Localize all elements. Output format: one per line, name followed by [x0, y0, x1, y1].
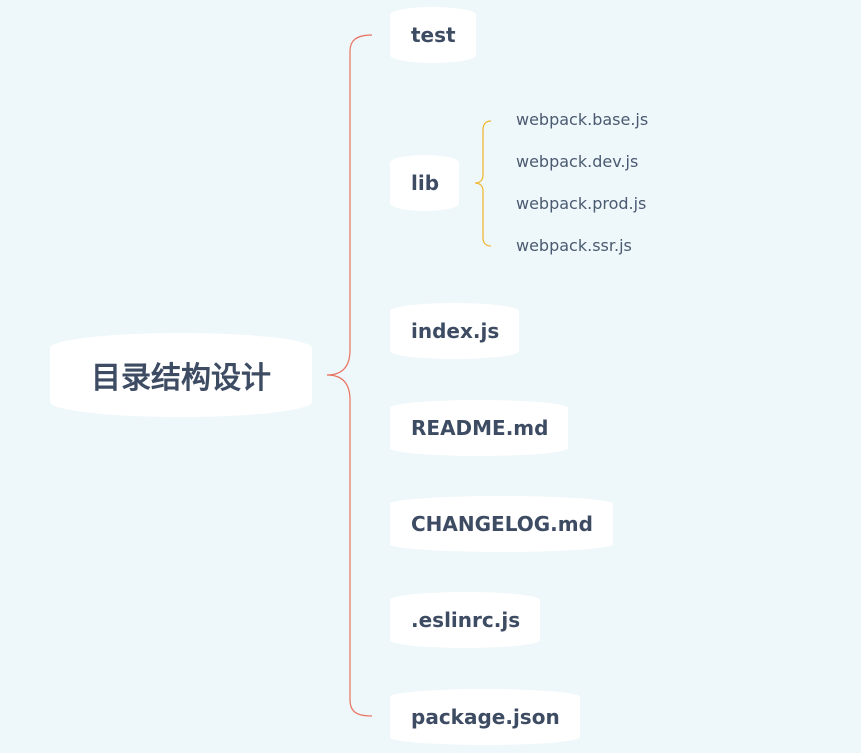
node-lib-label: lib: [411, 171, 440, 195]
main-connector: [326, 34, 373, 717]
node-test[interactable]: test: [390, 7, 476, 63]
node-readme-label: README.md: [411, 416, 549, 440]
root-node[interactable]: 目录结构设计: [50, 333, 312, 417]
node-package-json[interactable]: package.json: [390, 689, 580, 745]
node-eslinrc-label: .eslinrc.js: [411, 608, 521, 632]
leaf-webpack-dev[interactable]: webpack.dev.js: [516, 152, 639, 171]
leaf-webpack-prod[interactable]: webpack.prod.js: [516, 194, 647, 213]
lib-connector: [474, 120, 492, 247]
root-node-label: 目录结构设计: [91, 361, 271, 396]
node-changelog-label: CHANGELOG.md: [411, 512, 593, 536]
node-readme[interactable]: README.md: [390, 400, 569, 456]
node-index-js[interactable]: index.js: [390, 303, 520, 359]
node-eslinrc[interactable]: .eslinrc.js: [390, 592, 541, 648]
node-lib[interactable]: lib: [390, 155, 460, 211]
leaf-webpack-base[interactable]: webpack.base.js: [516, 110, 649, 129]
node-changelog[interactable]: CHANGELOG.md: [390, 496, 613, 552]
node-index-js-label: index.js: [411, 319, 500, 343]
node-package-json-label: package.json: [411, 705, 560, 729]
node-test-label: test: [411, 23, 456, 47]
leaf-webpack-ssr[interactable]: webpack.ssr.js: [516, 236, 632, 255]
